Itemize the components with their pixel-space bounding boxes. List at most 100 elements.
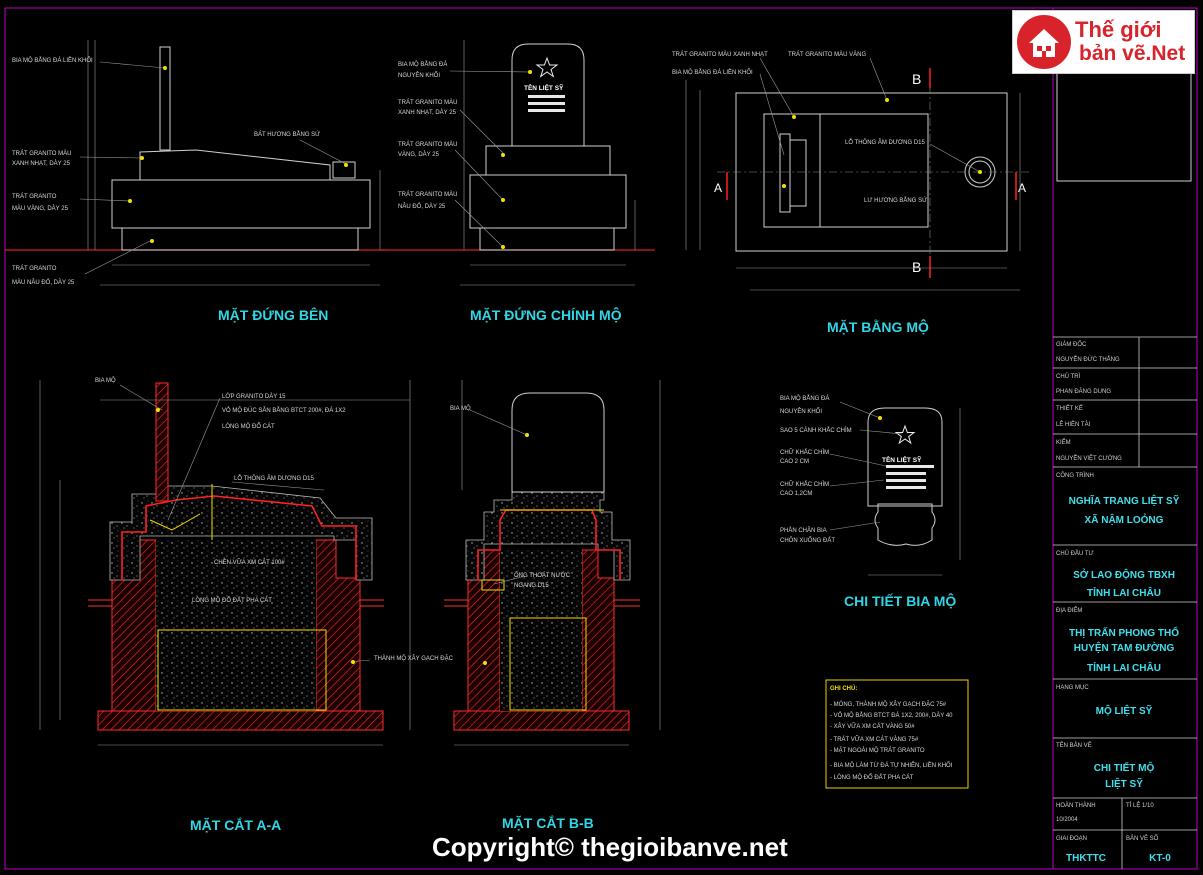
- headstone-foot: [874, 503, 936, 546]
- label-side-xanh: XANH NHẠT, DÀY 25: [12, 160, 71, 167]
- body-block: [469, 174, 627, 229]
- tb-chu-tri-label: CHỦ TRÌ: [1056, 373, 1081, 380]
- leader: [929, 143, 981, 173]
- leader: [869, 57, 888, 101]
- label-plan-lo: LỖ THÔNG ÂM DƯƠNG D15: [845, 139, 926, 146]
- callout-dot: [878, 416, 882, 420]
- logo-text-line1: Thế giới: [1075, 17, 1162, 42]
- label-hs-chu2: CAO 1,2CM: [780, 491, 812, 497]
- tb-dia-diem: TỈNH LAI CHÂU: [1087, 661, 1161, 674]
- name-bar: [886, 472, 926, 475]
- hs-ten-liet-sy: TÊN LIỆT SỸ: [882, 455, 922, 464]
- concrete-shell: [465, 491, 631, 581]
- note-item: - MẶT NGOÀI MỘ TRÁT GRANITO: [830, 747, 925, 754]
- copyright-watermark: Copyright© thegioibanve.net: [432, 832, 788, 862]
- callout-dot: [483, 661, 487, 665]
- label-front-vang: VÀNG, DÀY 25: [398, 151, 440, 158]
- callout-dot: [501, 198, 505, 202]
- label-aa-bia: BIA MỘ: [95, 377, 116, 384]
- view-title-headstone-detail: CHI TIẾT BIA MỘ: [844, 592, 956, 609]
- callout-dot: [525, 433, 529, 437]
- label-aa-lo: LỖ THÔNG ÂM DƯƠNG D15: [234, 475, 315, 482]
- tb-ten-ban-ve: LIỆT SỸ: [1105, 777, 1143, 790]
- tb-chu-dau-tu-label: CHỦ ĐẦU TƯ: [1056, 550, 1094, 557]
- callout-dot: [156, 408, 160, 412]
- callout-dot: [885, 98, 889, 102]
- headstone-detail-view: TÊN LIỆT SỸ BIA MỘ BẰNG ĐÁ NGUYÊN KHỐI S…: [780, 394, 961, 609]
- fill-soil: [156, 540, 316, 711]
- note-item: - TRÁT VỮA XM CÁT VÀNG 75#: [830, 736, 919, 743]
- headstone-front: [511, 43, 585, 147]
- label-front-xanh: XANH NHẠT, DÀY 25: [398, 109, 457, 116]
- plan-inner: [763, 113, 929, 228]
- drain-pipe: [481, 579, 505, 591]
- tb-chu-dau-tu: SỞ LAO ĐỘNG TBXH: [1073, 568, 1175, 581]
- label-hs-chu1: CHỮ KHẮC CHÌM: [780, 448, 829, 456]
- granito-layer: [121, 495, 357, 580]
- tb-giai-doan: THKTTC: [1066, 853, 1106, 864]
- section-mark-b-top: B: [912, 71, 921, 87]
- leader: [839, 401, 881, 419]
- tb-giam-doc: NGUYỄN ĐỨC THẮNG: [1056, 355, 1120, 363]
- headstone-side: [159, 46, 171, 151]
- callout-dot: [978, 170, 982, 174]
- label-hs-bia: BIA MỘ BẰNG ĐÁ: [780, 394, 829, 402]
- name-bar: [528, 102, 565, 105]
- label-aa-longmo: LÒNG MỘ ĐỔ ĐẤT PHA CÁT: [192, 597, 272, 604]
- callout-dot: [344, 163, 348, 167]
- notes-box: GHI CHÚ: - MÓNG, THÀNH MỘ XÂY GẠCH ĐẶC 7…: [825, 679, 969, 789]
- top-cover: [139, 149, 331, 181]
- name-bar: [886, 486, 926, 489]
- leader: [79, 156, 143, 159]
- label-front-nau: NÂU ĐỎ, DÀY 25: [398, 203, 446, 210]
- label-side-vang: MÀU VÀNG, DÀY 25: [12, 205, 69, 212]
- label-hs-chu1: CAO 2 CM: [780, 459, 809, 465]
- leader: [469, 409, 528, 436]
- section-bb-view: BIA MỘ ỐNG THOÁT NƯỚC NGANG D15 MẶT CẮT …: [444, 380, 661, 831]
- label-front-xanh: TRÁT GRANITO MÀU: [398, 99, 457, 106]
- tb-chu-dau-tu: TỈNH LAI CHÂU: [1087, 586, 1161, 599]
- note-item: - BIA MỘ LÀM TỪ ĐÁ TỰ NHIÊN, LIỀN KHỐI: [830, 761, 953, 769]
- leader: [829, 453, 887, 467]
- label-front-bia: NGUYÊN KHỐI: [398, 71, 440, 79]
- callout-dot: [782, 184, 786, 188]
- plan-view: A A B B TRÁT GRANITO MÀU XANH NHẠT TRÁT …: [672, 51, 1030, 335]
- leader: [759, 73, 785, 156]
- callout-dot: [501, 153, 505, 157]
- right-wall: [581, 549, 615, 712]
- tb-cong-trinh: XÃ NẬM LOỎNG: [1085, 513, 1164, 526]
- label-plan-xanh: TRÁT GRANITO MÀU XANH NHẠT: [672, 51, 768, 58]
- label-hs-chan: PHẦN CHÂN BIA: [780, 527, 827, 534]
- star-icon: [535, 56, 559, 78]
- label-hs-bia: NGUYÊN KHỐI: [780, 407, 822, 415]
- callout-dot: [140, 156, 144, 160]
- base-block: [479, 227, 615, 251]
- tb-dia-diem: HUYỆN TAM ĐƯỜNG: [1074, 641, 1175, 654]
- site-logo[interactable]: Thế giới bản vẽ.Net: [1012, 10, 1195, 74]
- concrete-shell: [109, 485, 373, 581]
- label-front-vang: TRÁT GRANITO MÀU: [398, 141, 457, 148]
- label-side-bia: BIA MỘ BẰNG ĐÁ LIỀN KHỐI: [12, 56, 93, 64]
- front-ten-liet-sy: TÊN LIỆT SỸ: [524, 83, 564, 92]
- tb-kiem-label: KIỂM: [1056, 439, 1071, 446]
- note-item: - LÒNG MỘ ĐỔ ĐẤT PHA CÁT: [830, 774, 914, 781]
- tb-giam-doc-label: GIÁM ĐỐC: [1056, 341, 1087, 348]
- label-plan-vang: TRÁT GRANITO MÀU VÀNG: [788, 51, 866, 58]
- name-bar: [528, 109, 565, 112]
- callout-dot: [351, 660, 355, 664]
- inner-box: [509, 617, 587, 711]
- leader: [493, 575, 526, 585]
- tb-ban-ve-so-label: BẢN VẼ SỐ: [1126, 835, 1159, 842]
- notes-frame: [825, 679, 969, 789]
- star-icon: [894, 424, 916, 445]
- drawing-border: [4, 7, 1198, 870]
- name-bar: [886, 465, 934, 468]
- logo-text-line2: bản vẽ.Net: [1079, 43, 1185, 65]
- label-side-nau: TRÁT GRANITO: [12, 265, 57, 272]
- leader: [167, 397, 221, 521]
- tb-chu-tri: PHAN ĐĂNG DUNG: [1056, 388, 1111, 395]
- label-front-bia: BIA MỘ BẰNG ĐÁ: [398, 60, 447, 68]
- callout-dot: [128, 199, 132, 203]
- label-bb-ong: NGANG D15: [514, 583, 549, 589]
